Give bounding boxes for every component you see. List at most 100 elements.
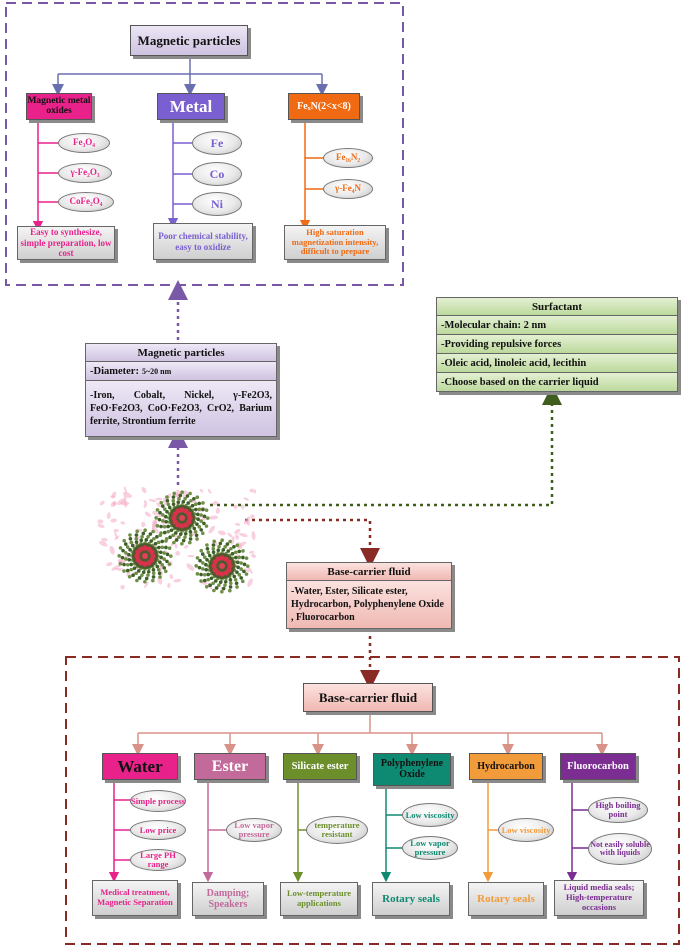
fluid-speck	[186, 563, 195, 571]
app-hydrocarbon: Rotary seals	[468, 882, 544, 916]
app-ppo: Rotary seals	[372, 882, 450, 916]
diameter-label: -Diameter:	[90, 365, 139, 377]
note-fexn: High saturation magnetization intensity,…	[284, 225, 386, 260]
app-silicate: Low-temperature applications	[280, 882, 358, 916]
fluid-speck	[208, 525, 216, 534]
fluid-speck	[157, 576, 163, 585]
particles-list: -Iron, Cobalt, Nickel, γ-Fe2O3, FeO·Fe2O…	[85, 381, 277, 437]
surfactant-row-3: -Oleic acid, linoleic acid, lecithin	[436, 354, 678, 373]
fluid-speck	[247, 578, 253, 587]
particles-diameter: -Diameter: 5~20 nm	[85, 362, 277, 381]
coated-particle	[194, 538, 250, 594]
water-item-3: Large PH range	[130, 849, 186, 871]
fluid-speck	[243, 568, 250, 573]
fluid-speck	[144, 581, 149, 589]
fluid-speck	[250, 514, 255, 519]
water-item-2: Low price	[130, 820, 186, 840]
fluid-speck	[141, 521, 146, 528]
fluid-speck	[97, 524, 105, 528]
item-fe: Fe	[192, 131, 242, 155]
fluid-speck	[111, 565, 120, 571]
fluid-speck	[183, 490, 189, 495]
app-water: Medical treatment, Magnetic Separation	[92, 880, 178, 916]
ester-item-1: Low vapor pressure	[226, 818, 282, 842]
fluid-speck	[251, 553, 256, 559]
top-title: Magnetic particles	[130, 25, 248, 56]
fluid-speck	[143, 503, 147, 508]
app-fluorocarbon: Liquid media seals; High-temperature occ…	[554, 880, 644, 916]
coated-particle	[117, 528, 173, 584]
cat-silicate-ester: Silicate ester	[283, 753, 357, 780]
surfactant-table: Surfactant -Molecular chain: 2 nm -Provi…	[436, 297, 678, 392]
fluid-speck	[234, 523, 241, 526]
fluid-speck	[237, 542, 243, 549]
fluid-speck	[110, 518, 117, 523]
fluid-speck	[249, 488, 255, 493]
fluid-speck	[151, 519, 158, 530]
fluid-speck	[251, 531, 256, 541]
fluid-speck	[106, 512, 111, 520]
fluid-speck	[113, 528, 119, 533]
fluid-speck	[235, 534, 240, 540]
fluid-speck	[217, 530, 226, 536]
fluid-speck	[240, 504, 245, 510]
item-cofe2o4: CoFe₂O₄	[58, 192, 114, 212]
fluoro-item-1: High boiling point	[588, 797, 648, 823]
cat-polyphenylene-oxide: Polyphenylene Oxide	[373, 753, 451, 786]
fluid-speck	[112, 501, 117, 506]
item-fe16n2: Fe₁₆N₂	[323, 148, 373, 168]
fluid-speck	[155, 497, 163, 501]
fluid-speck	[99, 540, 108, 547]
item-gamma-fe2o3: γ-Fe₂O₃	[58, 163, 112, 183]
fluid-speck	[148, 498, 157, 503]
fluid-speck	[199, 488, 204, 493]
cat-fluorocarbon: Fluorocarbon	[560, 753, 636, 780]
fluid-speck	[175, 550, 181, 556]
fluid-speck	[184, 544, 189, 549]
fluid-speck	[248, 550, 255, 554]
fluid-speck	[215, 507, 220, 514]
fluid-speck	[212, 500, 218, 506]
surfactant-row-2: -Providing repulsive forces	[436, 335, 678, 354]
fluid-speck	[101, 537, 108, 542]
particles-table: Magnetic particles -Diameter: 5~20 nm -I…	[85, 343, 277, 437]
cat-ester: Ester	[194, 753, 266, 780]
fluid-speck	[97, 519, 104, 524]
fluid-speck	[234, 528, 241, 535]
ppo-item-2: Low vapor pressure	[402, 836, 458, 860]
fluid-speck	[144, 511, 151, 517]
item-ni: Ni	[192, 192, 242, 216]
fluid-speck	[123, 486, 128, 494]
particles-title: Magnetic particles	[85, 343, 277, 362]
fluid-speck	[174, 543, 178, 549]
cat-hydrocarbon: Hydrocarbon	[469, 753, 543, 780]
fluid-speck	[253, 489, 257, 494]
fluid-speck	[120, 501, 130, 506]
fluid-speck	[120, 521, 126, 525]
cat-metal: Metal	[157, 93, 225, 120]
fluid-speck	[167, 583, 171, 589]
fluid-speck	[243, 516, 251, 525]
fluid-speck	[141, 486, 147, 494]
fluid-speck	[114, 531, 118, 540]
fluid-speck	[120, 585, 125, 590]
bottom-title: Base-carrier fluid	[303, 683, 433, 712]
fluid-speck	[227, 532, 233, 538]
fluid-speck	[169, 574, 174, 579]
fluoro-item-2: Not easily soluble with liquids	[588, 833, 652, 865]
carrier-table: Base-carrier fluid -Water, Ester, Silica…	[286, 562, 452, 629]
fluid-speck	[109, 545, 115, 555]
fluid-speck	[122, 492, 132, 498]
carrier-mid-title: Base-carrier fluid	[286, 562, 452, 581]
note-metal: Poor chemical stability, easy to oxidize	[153, 223, 253, 260]
item-co: Co	[192, 162, 242, 186]
surfactant-row-1: -Molecular chain: 2 nm	[436, 316, 678, 335]
fluid-speck	[106, 562, 113, 567]
fluid-speck	[243, 497, 249, 501]
fluid-speck	[208, 515, 219, 520]
fluid-speck	[116, 498, 125, 506]
fluid-speck	[187, 554, 195, 558]
surfactant-title: Surfactant	[436, 297, 678, 316]
fluid-speck	[110, 495, 116, 499]
